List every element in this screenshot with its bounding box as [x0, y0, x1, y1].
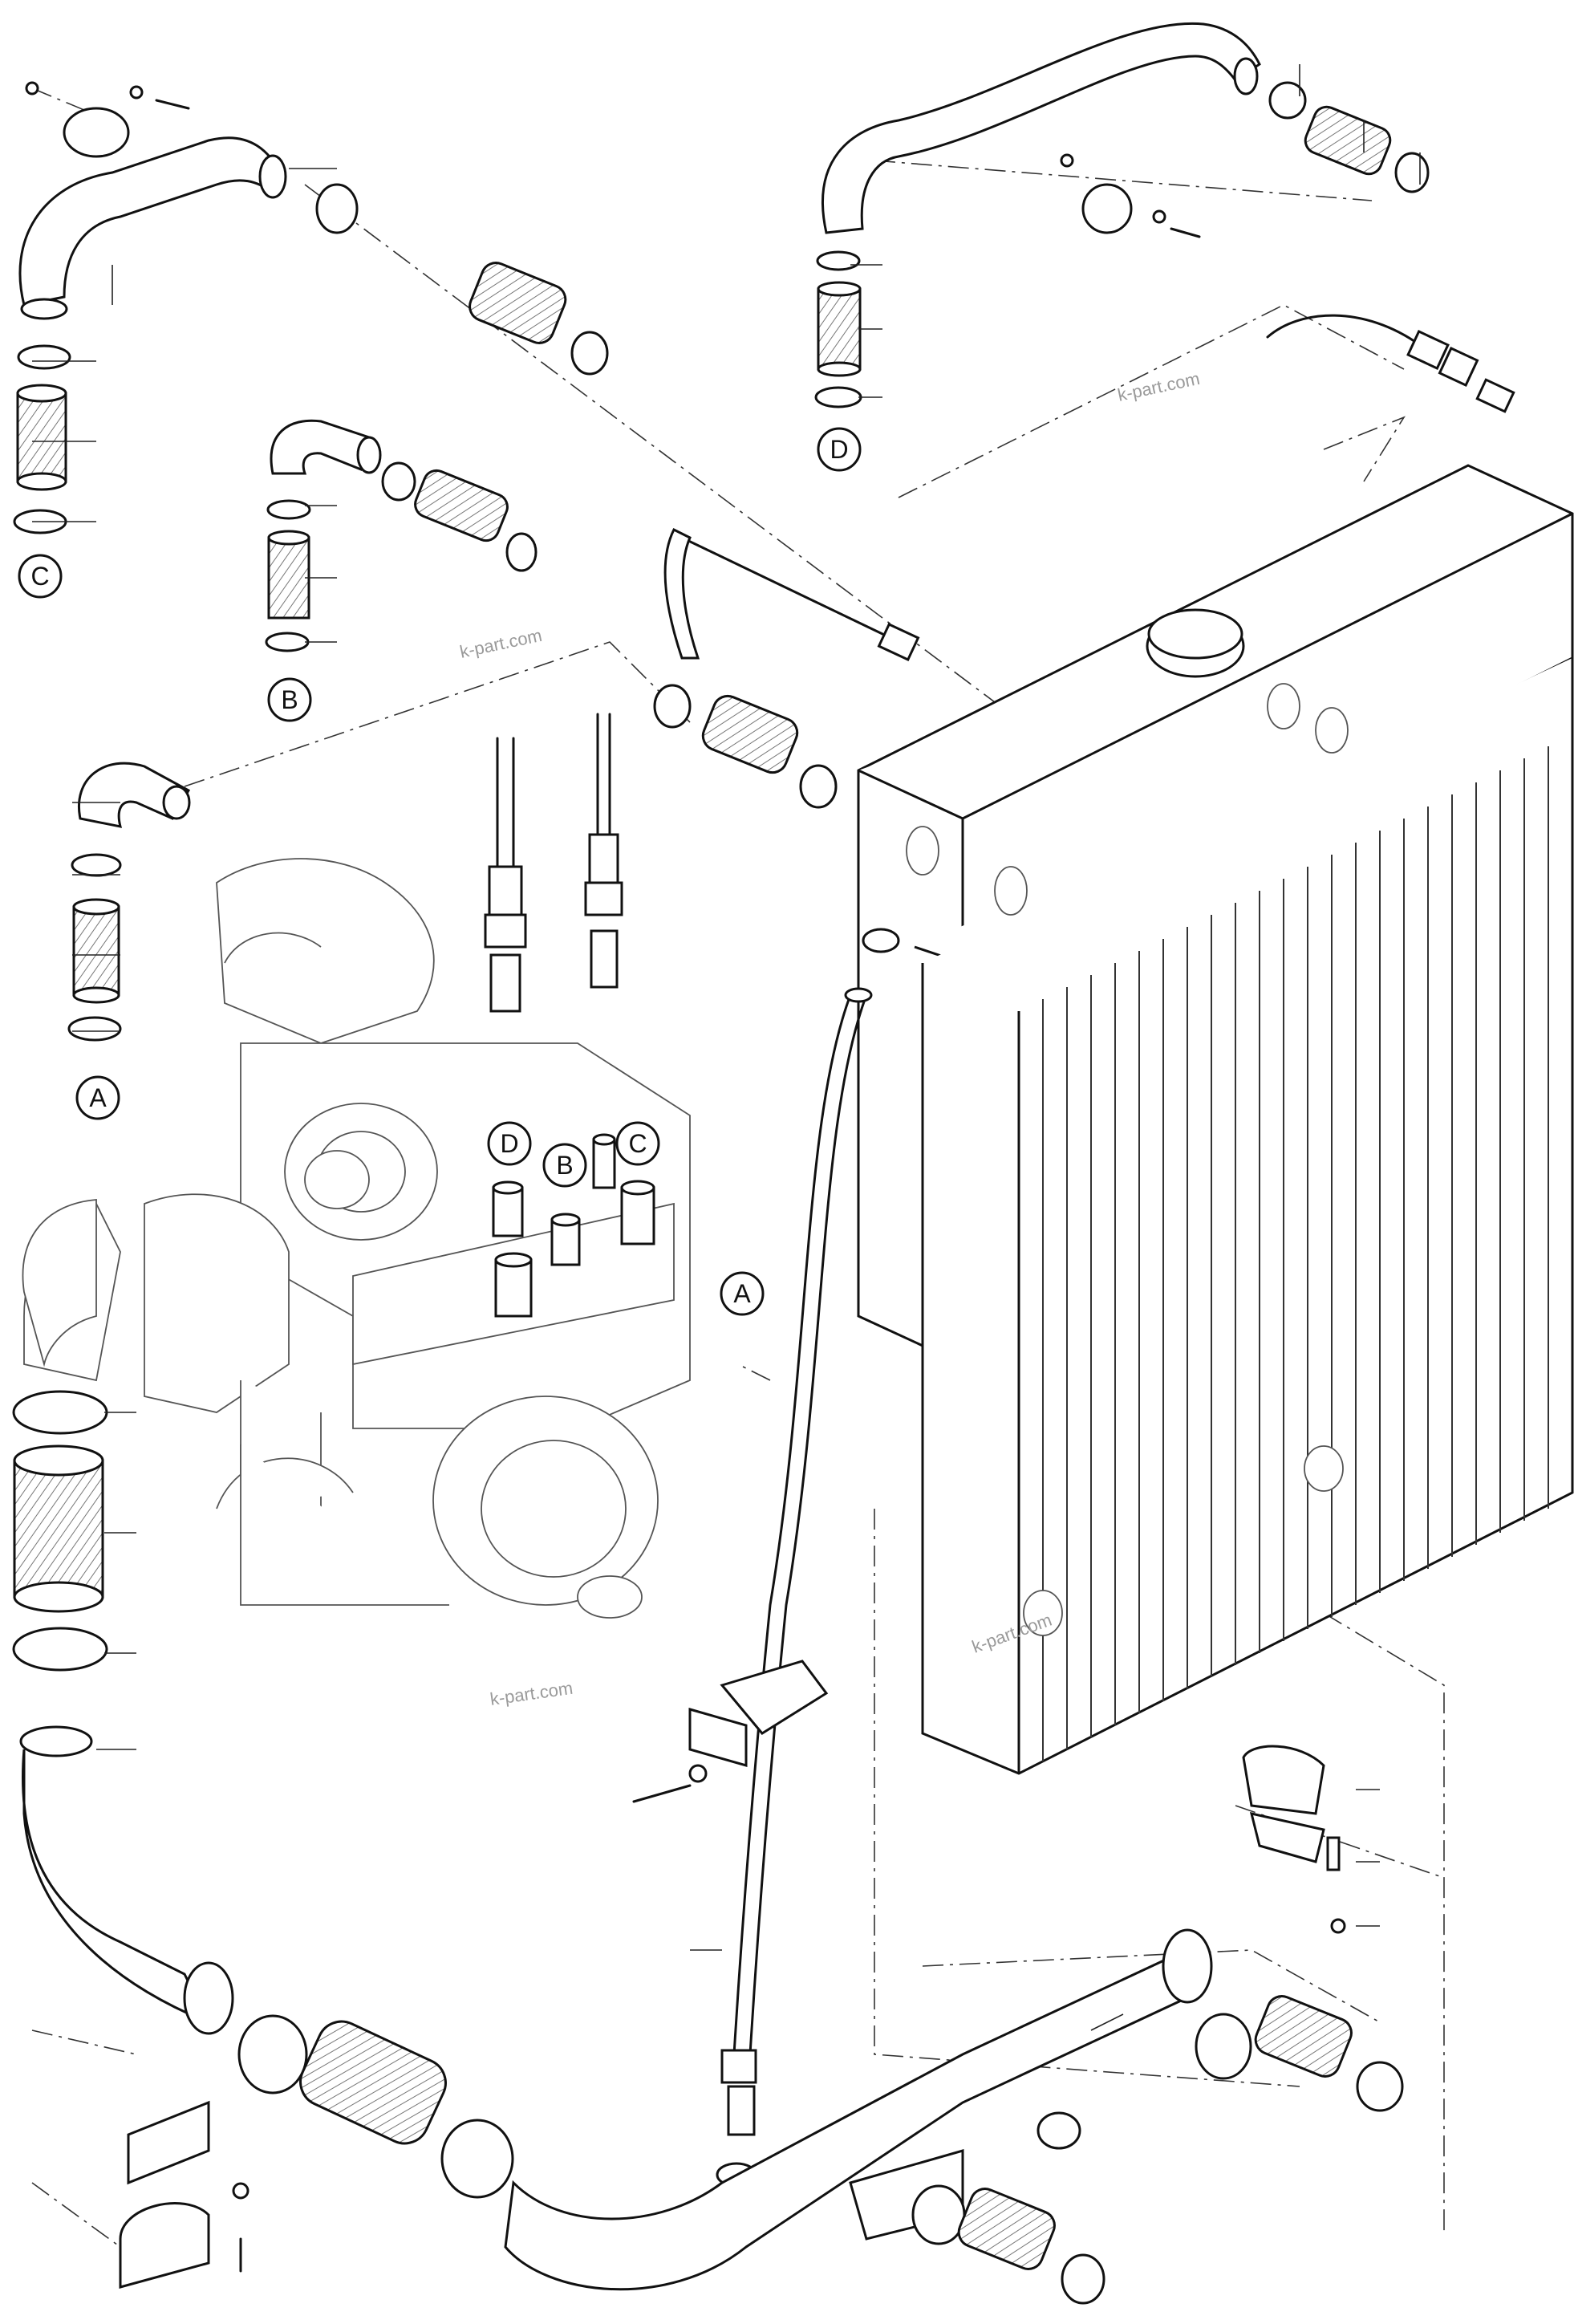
hose-sleeve-c1 — [469, 262, 567, 344]
leader-lines — [32, 64, 1421, 2031]
callout-d-top: D — [817, 427, 862, 472]
lower-right-mount — [1242, 1745, 1346, 1934]
callout-c-left: C — [18, 554, 63, 599]
callout-d-engine: D — [487, 1121, 532, 1166]
callout-a-engine: A — [720, 1271, 765, 1316]
callout-b-left: B — [267, 677, 312, 722]
callout-a-left: A — [75, 1075, 120, 1120]
engine-sensor-lines — [484, 713, 623, 1013]
callout-b-left-letter: B — [281, 685, 298, 714]
sensor-cable-top-right — [1266, 314, 1515, 413]
callout-a-left-letter: A — [89, 1083, 107, 1112]
callout-c-engine-letter: C — [628, 1129, 647, 1158]
radiator-fins — [1042, 746, 1549, 1761]
radiator-inlet-stubs — [906, 683, 1349, 1636]
upper-left-hose-assembly — [13, 81, 609, 534]
callout-b-engine-letter: B — [556, 1151, 573, 1180]
callout-a-engine-letter: A — [733, 1279, 751, 1308]
callout-c-engine: C — [615, 1121, 660, 1166]
a-branch-hose-assembly — [67, 762, 191, 1042]
drain-tube — [716, 928, 900, 2188]
tube-bracket — [632, 1660, 829, 1803]
callout-d-top-letter: D — [830, 435, 848, 464]
lower-left-hose-stack — [12, 1199, 108, 1672]
upper-right-hose-assembly — [814, 22, 1430, 408]
b-branch-hose-assembly — [265, 419, 538, 652]
engine-outlet-stubs — [492, 1133, 655, 1318]
watermark-lower: k-part.com — [489, 1678, 574, 1709]
callout-b-engine: B — [542, 1143, 587, 1188]
center-hose-assembly — [653, 527, 920, 809]
clamp-c1 — [315, 183, 359, 234]
callout-c-left-letter: C — [30, 562, 49, 591]
watermark-top-right: k-part.com — [1116, 368, 1202, 405]
callout-d-engine-letter: D — [500, 1129, 518, 1158]
engine-block — [23, 858, 691, 1619]
watermark-mid-left: k-part.com — [458, 625, 544, 662]
lower-left-bracket — [119, 2100, 249, 2289]
radiator-cap — [1146, 608, 1245, 678]
radiator — [857, 464, 1574, 1775]
lower-main-pipe — [19, 1725, 1404, 2305]
